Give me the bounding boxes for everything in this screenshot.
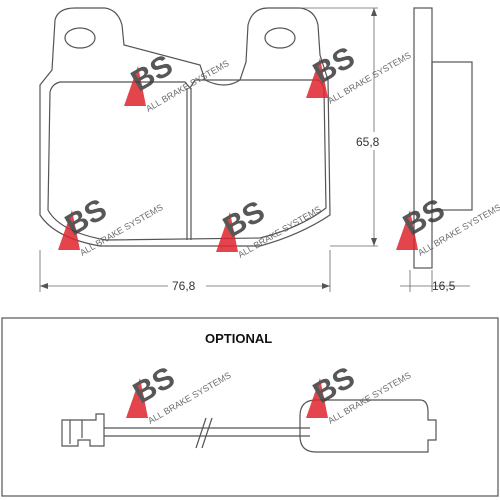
- dimension-arrows: [40, 8, 377, 289]
- pad-side-view: [413, 7, 473, 269]
- ear-hole-right: [264, 27, 296, 49]
- sensor-plug: [61, 413, 105, 447]
- dimension-thickness-label: 16,5: [432, 279, 456, 293]
- backing-plate-outline: [39, 7, 331, 247]
- side-friction-material: [431, 61, 473, 211]
- friction-material-outline: [47, 79, 327, 241]
- pad-front-view: [39, 7, 331, 247]
- optional-label: OPTIONAL: [205, 331, 272, 346]
- wear-sensor: [61, 399, 437, 453]
- ear-hole-left: [64, 27, 96, 49]
- dimension-height-label: 65,8: [356, 135, 380, 149]
- dimension-width-label: 76,8: [172, 279, 196, 293]
- optional-section-frame: [1, 317, 499, 497]
- sensor-body: [299, 399, 437, 453]
